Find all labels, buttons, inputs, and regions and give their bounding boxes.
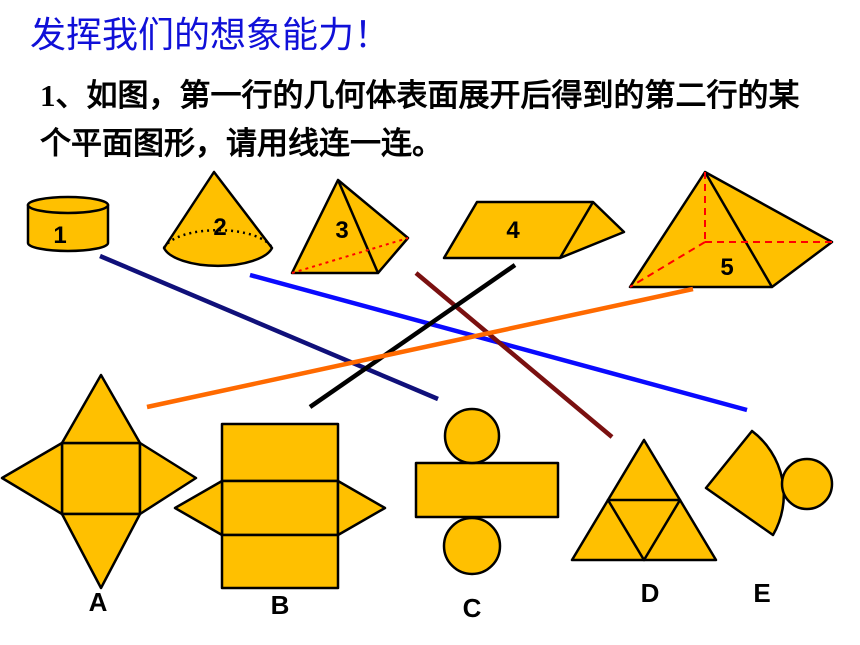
net-a-top-face	[60, 373, 142, 445]
net-e-sector	[704, 429, 786, 537]
question-number: 1	[40, 78, 56, 113]
label-net-e: E	[753, 578, 770, 608]
net-a-right-face	[138, 441, 198, 516]
net-c-bottom-circle	[442, 516, 502, 576]
label-solid-5: 5	[720, 254, 733, 281]
solid-triangular-pyramid	[290, 178, 410, 275]
net-b-rect-1	[220, 422, 340, 483]
cone-body	[162, 170, 274, 268]
pyramid3-edge	[336, 179, 380, 274]
solid-triangular-prism	[442, 200, 626, 260]
label-solid-1: 1	[53, 222, 66, 249]
cylinder-body	[26, 203, 110, 253]
net-a	[0, 373, 198, 590]
label-net-d: D	[641, 578, 660, 608]
net-b-left-triangle	[173, 479, 224, 537]
net-b-right-triangle	[336, 479, 387, 537]
label-solid-4: 4	[506, 217, 520, 244]
net-a-bottom-face	[60, 512, 142, 590]
net-c	[414, 407, 560, 576]
line-4-to-b	[308, 263, 517, 409]
net-b-rect-3	[220, 533, 340, 590]
cylinder-top	[26, 195, 110, 215]
pyramid3-hidden-edge	[291, 237, 409, 274]
label-net-a: A	[89, 587, 108, 617]
prism-edge	[558, 201, 595, 259]
pyramid5-edge	[703, 171, 774, 288]
net-e	[704, 429, 834, 537]
net-d-inner	[606, 498, 682, 562]
label-solid-3: 3	[335, 217, 348, 244]
page-title: 发挥我们的想象能力！	[30, 15, 391, 56]
line-3-to-d	[414, 271, 614, 439]
pyramid3-body	[290, 178, 410, 275]
label-net-b: B	[271, 590, 290, 620]
net-c-top-circle	[443, 407, 501, 465]
line-5-to-a	[146, 286, 694, 410]
net-d	[570, 438, 718, 562]
label-solid-2: 2	[213, 214, 226, 241]
prism-body	[442, 200, 626, 260]
line-1-to-c	[99, 253, 439, 402]
net-a-left-face	[0, 441, 64, 516]
solid-square-pyramid	[628, 170, 834, 289]
net-b-rect-2	[220, 479, 340, 537]
question-text: 1、如图，第一行的几何体表面展开后得到的第二行的某个平面图形，请用线连一连。	[40, 72, 830, 168]
question-body: 、如图，第一行的几何体表面展开后得到的第二行的某个平面图形，请用线连一连。	[40, 78, 800, 162]
net-b	[173, 422, 387, 590]
net-a-base	[60, 441, 142, 516]
solid-cylinder	[26, 195, 110, 253]
label-net-c: C	[463, 593, 482, 623]
net-e-circle	[780, 457, 834, 511]
pyramid5-hidden-edges	[629, 172, 832, 288]
net-c-rect	[414, 461, 560, 519]
solid-cone	[162, 170, 274, 268]
connection-lines	[99, 253, 748, 439]
